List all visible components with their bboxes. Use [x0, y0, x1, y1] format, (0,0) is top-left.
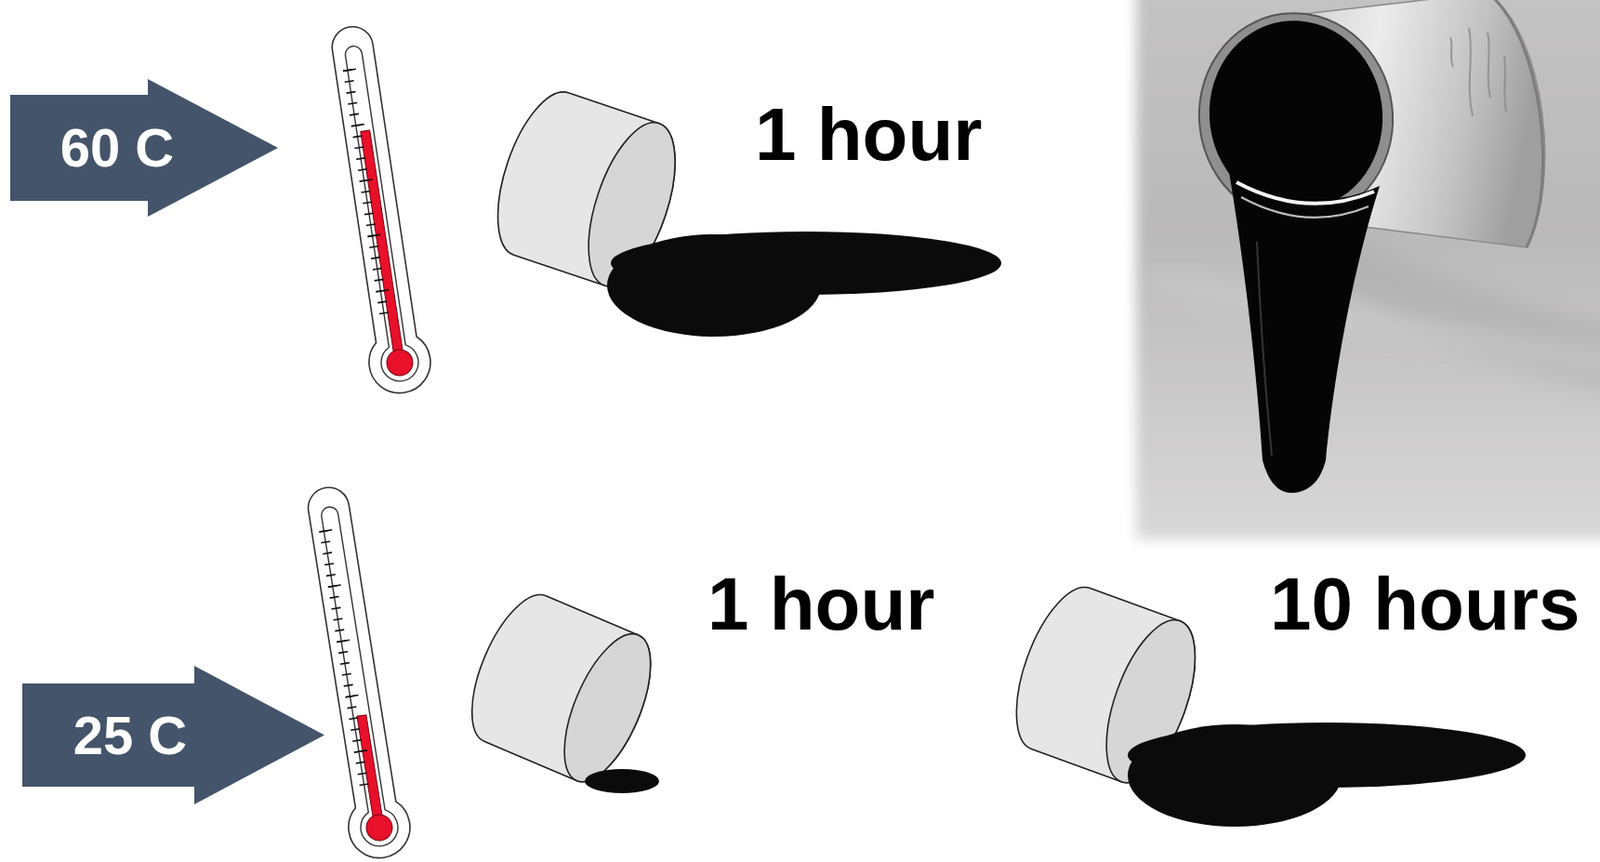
mercury-column [360, 130, 405, 364]
temperature-arrow: 60 C [10, 79, 278, 217]
thermometer [318, 22, 435, 397]
asphalt-stream [1229, 171, 1380, 493]
asphalt-puddle [584, 768, 660, 794]
photo-pouring-asphalt [1136, 0, 1600, 540]
scale-ticks [323, 529, 365, 788]
stream-highlight [1241, 197, 1369, 218]
handwritten-marks [1450, 27, 1507, 117]
mercury-column [357, 714, 384, 829]
arrow-fill [22, 665, 325, 805]
can-interior [1197, 9, 1396, 222]
scale-ticks [347, 69, 386, 323]
can-opening [546, 621, 669, 794]
thermometer-outline [318, 22, 435, 397]
tipped-can [454, 582, 669, 794]
thermometer-outline [295, 482, 415, 862]
asphalt-puddle [1127, 722, 1526, 827]
mercury-bulb [384, 347, 415, 378]
floor-reflection [1152, 278, 1600, 363]
temperature-label: 60 C [60, 120, 175, 175]
duration-label: 1 hour [754, 97, 982, 172]
can-back-rim [1487, 0, 1544, 248]
temperature-label: 25 C [73, 708, 188, 763]
asphalt-puddle [607, 231, 1002, 337]
puddle-shape [1127, 724, 1342, 827]
stream-highlight [1256, 241, 1272, 456]
thermometer [295, 482, 415, 862]
photo-background [1136, 0, 1600, 540]
stream-shadow [1329, 232, 1600, 391]
thermometer-tube [333, 43, 421, 384]
scale-ticks [349, 69, 388, 323]
stream-highlight [1236, 182, 1375, 204]
thermometer-tube [310, 503, 401, 849]
duration-label: 1 hour [707, 567, 935, 642]
puddle-shape [607, 234, 821, 337]
arrow-fill [10, 79, 278, 217]
can-body [454, 582, 669, 794]
duration-label: 10 hours [1269, 567, 1580, 642]
mercury-bulb [364, 812, 395, 843]
scale-ticks [325, 529, 367, 788]
temperature-arrow: 25 C [22, 665, 325, 805]
